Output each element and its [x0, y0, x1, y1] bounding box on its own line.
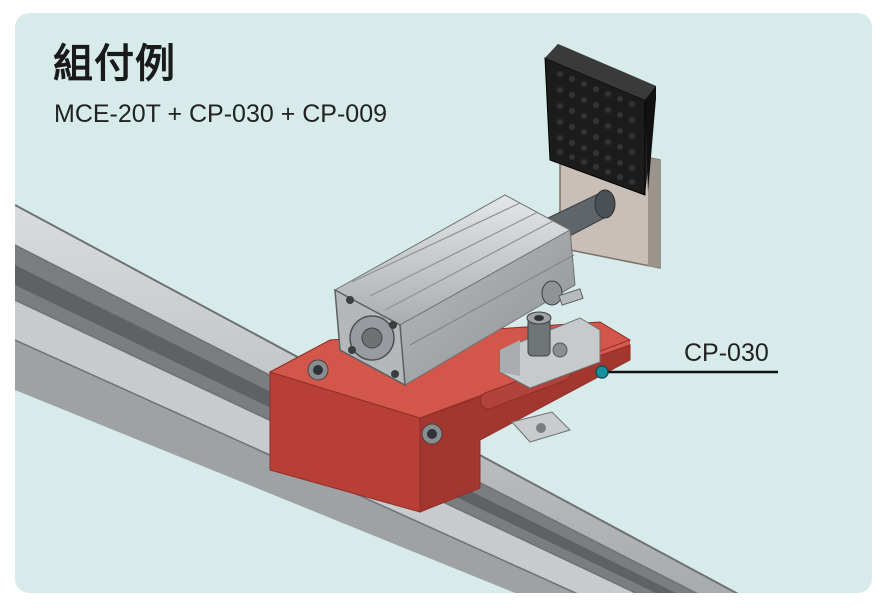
rubber-pad: [544, 44, 656, 196]
callout-label-cp-030: CP-030: [684, 339, 769, 367]
bolt-fitting: [526, 311, 552, 357]
cp-030-base-plate: [268, 321, 632, 513]
model-combination-text: MCE-20T + CP-030 + CP-009: [54, 100, 388, 128]
air-fitting: [541, 280, 584, 306]
page-title: 組付例: [53, 41, 176, 87]
mounting-screw: [421, 423, 443, 445]
air-cylinder: [333, 194, 576, 387]
bracket-tab: [511, 411, 571, 443]
mounting-screw: [307, 359, 329, 381]
callout-dot: [595, 365, 609, 379]
